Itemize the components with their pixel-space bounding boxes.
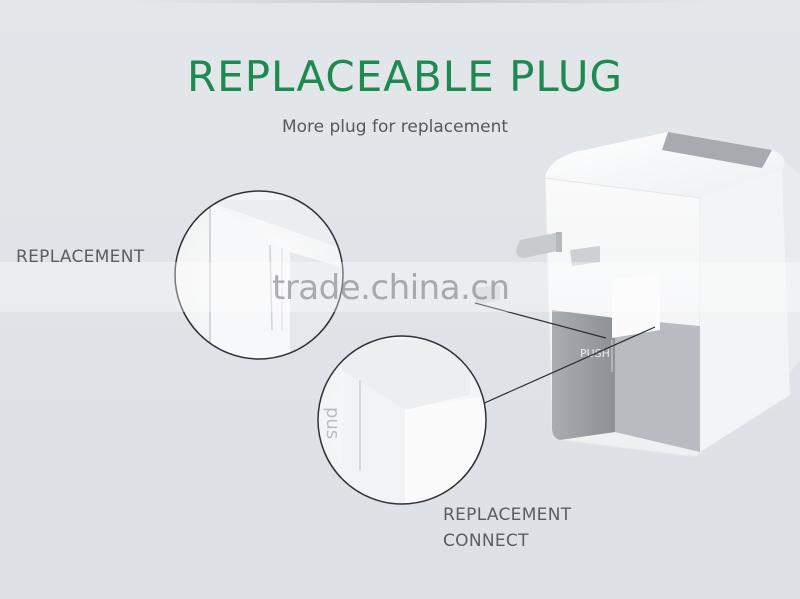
label-line-2: CONNECT [443,531,529,551]
watermark-band [0,262,800,312]
charger-device: PUSH [474,132,800,457]
callout-line-bottom [479,326,656,406]
label-replacement-left: REPLACEMENT [16,247,145,267]
zoom-lens-lower: pus [317,335,487,505]
callout-line-top [474,302,607,339]
lens-push-text: pus [322,407,343,439]
watermark-text: trade.china.cn [272,268,510,308]
label-replacement-connect: REPLACEMENT CONNECT [443,502,571,554]
zoom-lens-upper [174,190,344,360]
top-divider [130,0,710,3]
page-title: REPLACEABLE PLUG [186,52,624,101]
page-subtitle: More plug for replacement [281,117,509,137]
label-line-1: REPLACEMENT [443,505,572,525]
